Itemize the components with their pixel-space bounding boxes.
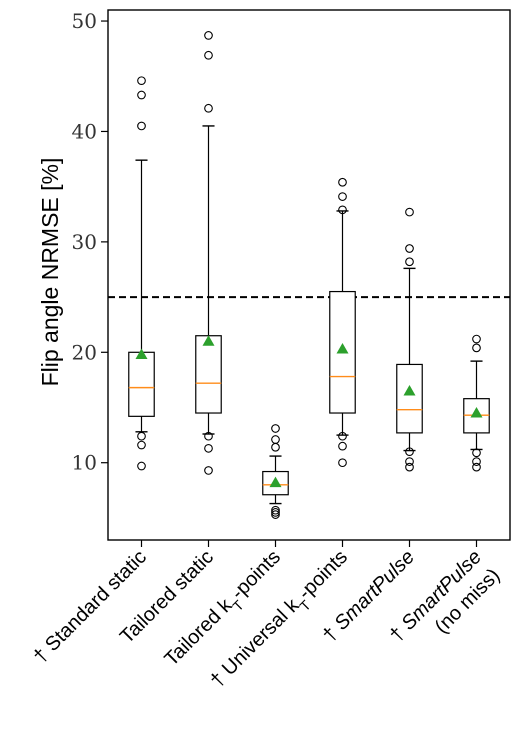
mean-marker — [202, 335, 215, 346]
boxes-layer — [128, 31, 490, 519]
outlier-point — [405, 457, 414, 466]
box-group — [195, 31, 222, 475]
outlier-point — [338, 458, 347, 468]
box-group — [463, 334, 490, 472]
box-group — [262, 424, 289, 519]
mean-marker — [470, 407, 483, 418]
y-tick-label: 10 — [72, 451, 97, 475]
outlier-point — [204, 444, 213, 453]
outlier-point — [338, 431, 347, 441]
outlier-point — [405, 447, 414, 457]
outlier-point — [204, 103, 213, 113]
iqr-box — [128, 351, 155, 417]
outlier-point — [204, 466, 213, 475]
outlier-point — [137, 121, 146, 131]
mean-marker — [403, 384, 416, 396]
mean-marker — [269, 476, 282, 488]
outlier-point — [204, 50, 213, 60]
outlier-point — [271, 442, 280, 452]
outlier-point — [472, 457, 481, 466]
box-group — [128, 76, 155, 471]
outlier-point — [271, 510, 280, 519]
category-text-part: -points — [227, 546, 285, 604]
y-tick-label: 30 — [72, 230, 97, 254]
category-text-part: -points — [294, 546, 352, 604]
outlier-point — [338, 205, 347, 215]
outlier-point — [472, 462, 481, 472]
y-axis-title: Flip angle NRMSE [%] — [37, 158, 63, 387]
outlier-point — [472, 448, 481, 458]
iqr-box — [195, 335, 222, 414]
outlier-point — [137, 431, 146, 441]
iqr-box — [396, 363, 423, 434]
plot-frame — [107, 9, 511, 541]
outlier-point — [137, 90, 146, 100]
axes: 10 20 30 40 50 — [72, 9, 511, 547]
outlier-point — [472, 334, 481, 344]
outlier-point — [405, 462, 414, 472]
outlier-point — [204, 31, 213, 40]
outlier-point — [338, 441, 347, 451]
outlier-point — [271, 435, 280, 444]
outlier-point — [405, 244, 414, 253]
outlier-point — [271, 424, 280, 433]
x-category-text: † Standard static — [29, 546, 151, 668]
box-group — [329, 177, 356, 468]
outlier-point — [405, 257, 414, 267]
y-tick-label: 40 — [72, 119, 97, 143]
x-category-text: Tailored kT-points — [160, 546, 289, 675]
outlier-point — [338, 177, 347, 187]
x-category-label: † Standard static — [29, 546, 151, 668]
outlier-point — [338, 192, 347, 201]
outlier-point — [472, 343, 481, 353]
outlier-point — [204, 431, 213, 441]
x-category-label: Tailored kT-points — [160, 546, 289, 675]
y-tick-label: 20 — [72, 340, 97, 364]
y-tick-label: 50 — [72, 9, 97, 33]
outlier-point — [137, 76, 146, 86]
mean-marker — [135, 348, 148, 359]
outlier-point — [137, 440, 146, 450]
outlier-point — [271, 505, 280, 515]
outlier-point — [271, 508, 280, 517]
outlier-point — [405, 207, 414, 217]
mean-marker — [336, 342, 349, 354]
outlier-point — [137, 461, 146, 471]
box-group — [396, 207, 423, 472]
